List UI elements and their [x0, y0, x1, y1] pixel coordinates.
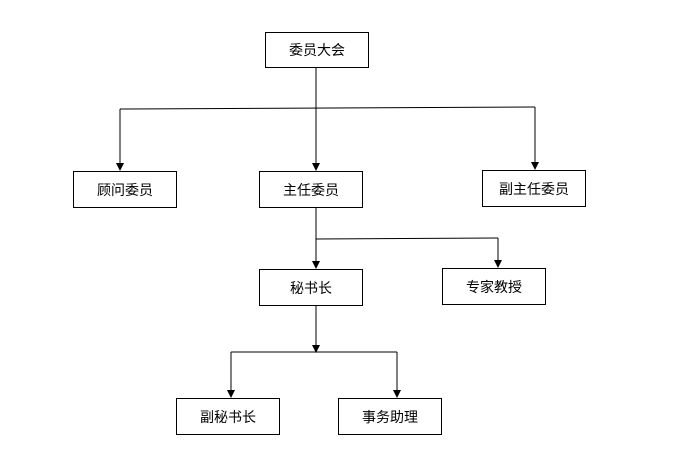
node-affairs-assistant: 事务助理 — [338, 398, 442, 435]
node-vice-director: 副主任委员 — [482, 170, 586, 207]
connector-director-bar — [315, 237, 499, 240]
node-advisor: 顾问委员 — [73, 171, 177, 208]
node-director: 主任委员 — [259, 171, 363, 208]
node-secretary-general: 秘书长 — [259, 269, 363, 306]
connector-committee-bar — [119, 106, 536, 110]
node-deputy-secretary-general: 副秘书长 — [176, 398, 280, 435]
node-committee: 委员大会 — [265, 32, 369, 68]
node-expert-professor: 专家教授 — [442, 268, 546, 305]
